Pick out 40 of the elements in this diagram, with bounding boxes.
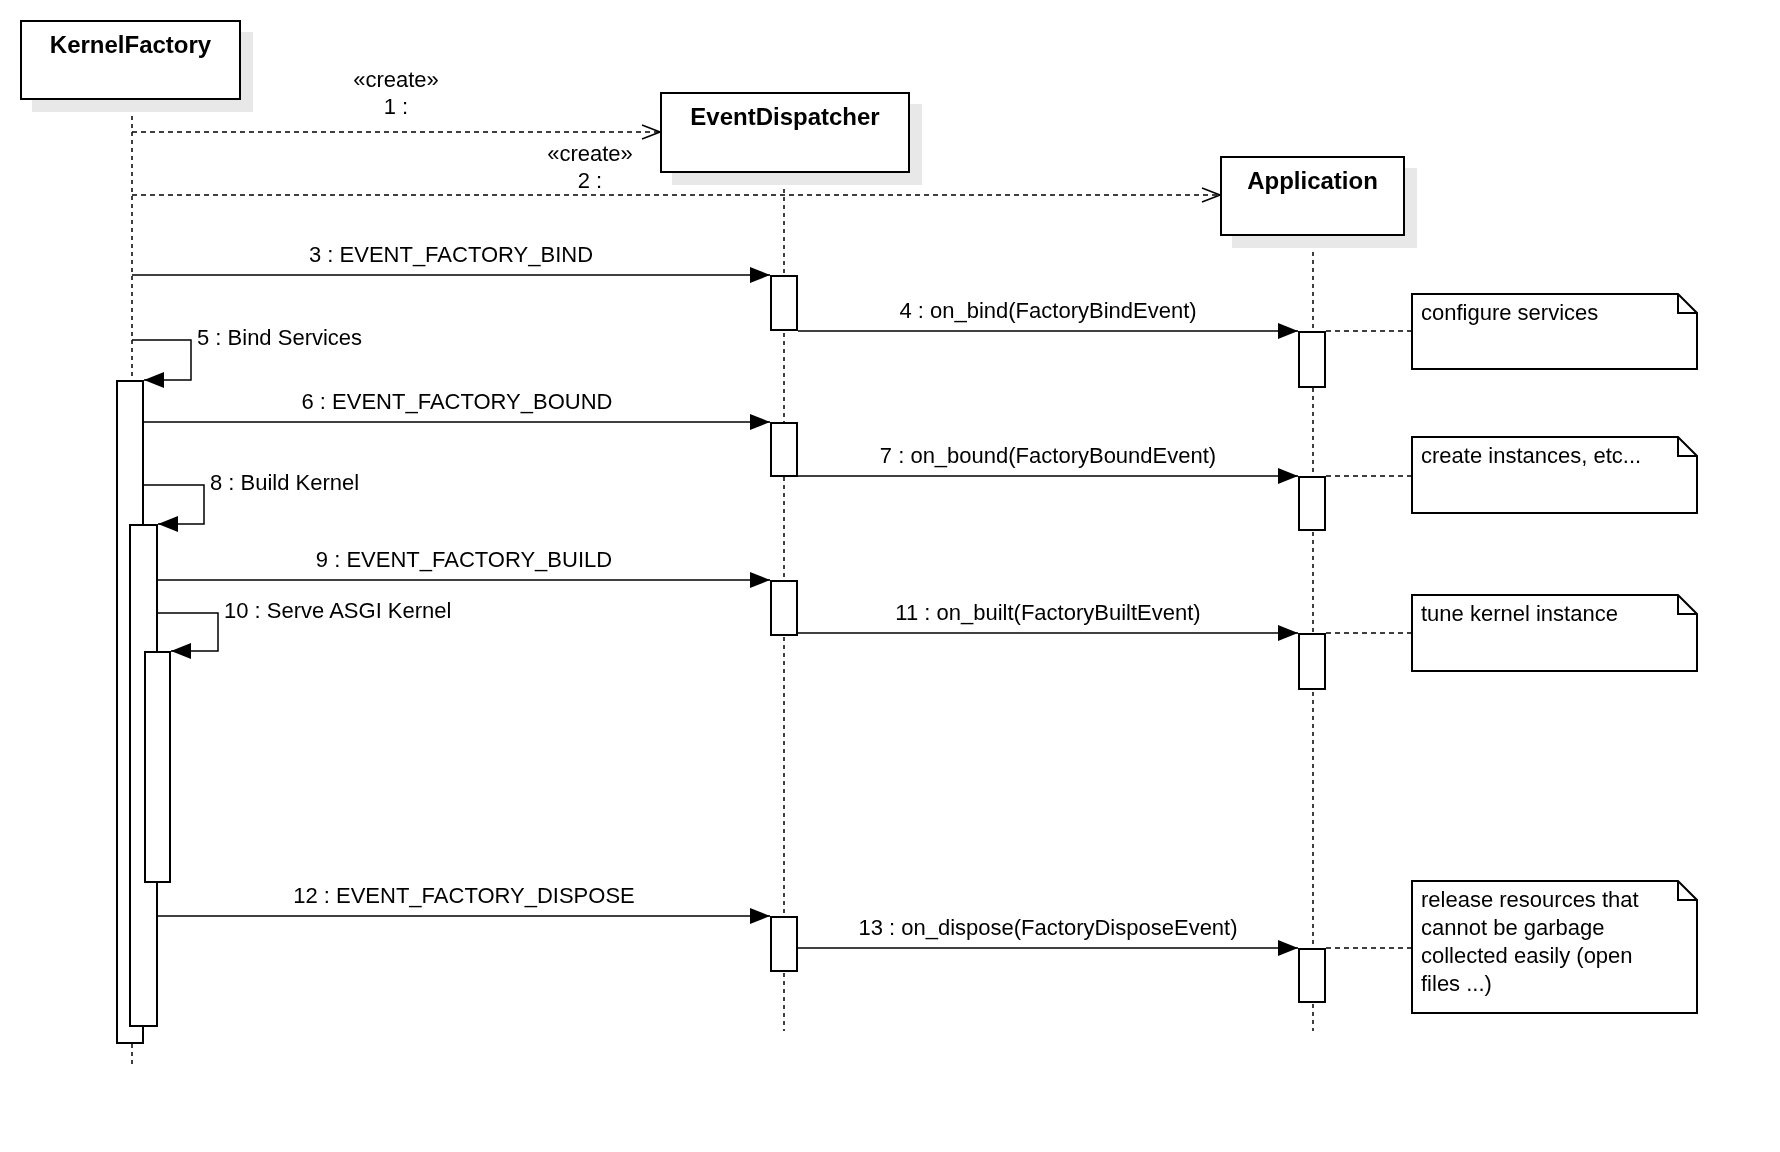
message-arrow bbox=[131, 267, 771, 283]
note-text: release resources that cannot be garbage collected easily (open files ...) bbox=[1421, 886, 1640, 998]
message-arrow bbox=[797, 940, 1299, 956]
participant-name: Application bbox=[1247, 166, 1378, 196]
message-arrow bbox=[131, 187, 1221, 203]
activation-bar bbox=[144, 651, 171, 883]
participant-box bbox=[20, 20, 241, 100]
activation-bar bbox=[1298, 633, 1326, 690]
participant-name: KernelFactory bbox=[49, 30, 212, 60]
activation-bar bbox=[770, 580, 798, 636]
participant-box bbox=[660, 92, 910, 173]
self-message-arrow bbox=[157, 612, 219, 659]
activation-bar bbox=[770, 916, 798, 972]
message-arrow bbox=[143, 414, 771, 430]
note bbox=[1411, 594, 1698, 672]
activation-bar bbox=[1298, 948, 1326, 1003]
activation-bar bbox=[1298, 331, 1326, 388]
message-arrow bbox=[797, 625, 1299, 641]
note-connector bbox=[1325, 947, 1412, 949]
note-text: create instances, etc... bbox=[1421, 442, 1643, 470]
self-message-arrow bbox=[143, 484, 205, 532]
note bbox=[1411, 436, 1698, 514]
message-arrow bbox=[157, 908, 771, 924]
note-connector bbox=[1325, 475, 1412, 477]
participant-name: EventDispatcher bbox=[690, 102, 880, 132]
note-text: tune kernel instance bbox=[1421, 600, 1619, 628]
message-arrow bbox=[797, 323, 1299, 339]
activation-bar bbox=[770, 275, 798, 331]
message-arrow bbox=[131, 124, 661, 140]
note bbox=[1411, 880, 1698, 1014]
note-text: configure services bbox=[1421, 299, 1600, 327]
message-arrow bbox=[157, 572, 771, 588]
note-connector bbox=[1325, 632, 1412, 634]
activation-bar bbox=[770, 422, 798, 477]
participant-box bbox=[1220, 156, 1405, 236]
message-arrow bbox=[797, 468, 1299, 484]
note bbox=[1411, 293, 1698, 370]
note-connector bbox=[1325, 330, 1412, 332]
activation-bar bbox=[1298, 476, 1326, 531]
self-message-arrow bbox=[131, 339, 192, 388]
